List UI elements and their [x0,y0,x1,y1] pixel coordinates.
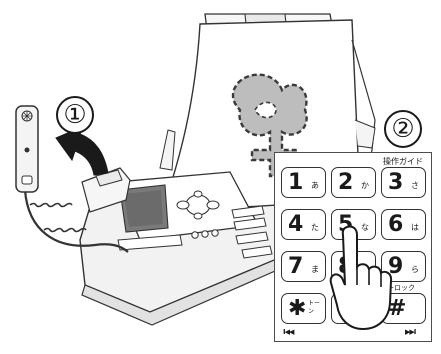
fast-forward-icon: ▶▶I [405,328,415,336]
key-2[interactable]: 2 か [331,167,376,198]
step-number-2: ② [384,110,422,148]
keypad-inset: 操作ガイド 1 あ 2 か 3 さ 4 た 5 な 6 は 7 ま [274,152,432,342]
key-1[interactable]: 1 あ [281,167,326,198]
key-kana: あ [311,180,319,191]
key-kana: さ [411,180,419,191]
key-digit: 4 [288,211,303,239]
key-kana: は [411,222,419,233]
handset-icon [16,106,38,192]
key-digit: 2 [338,169,353,197]
key-kana: トーン [308,300,325,316]
key-digit: 1 [288,169,303,197]
key-digit: 7 [288,253,303,281]
key-kana: ま [311,264,319,275]
lift-arrow-icon [56,126,108,175]
key-4[interactable]: 4 た [281,209,326,240]
key-7[interactable]: 7 ま [281,251,326,282]
step-number-1: ① [56,96,94,134]
key-kana: か [361,180,369,191]
key-digit: ✱ [288,295,306,323]
pointing-hand-icon [327,223,397,333]
key-digit: 3 [388,169,403,197]
rewind-icon: I◀◀ [283,328,293,336]
key-kana: た [311,222,319,233]
key-3[interactable]: 3 さ [381,167,426,198]
operation-guide-label: 操作ガイド [383,156,423,167]
key-star[interactable]: ✱ トーン [281,293,326,324]
key-kana: ら [411,264,419,275]
